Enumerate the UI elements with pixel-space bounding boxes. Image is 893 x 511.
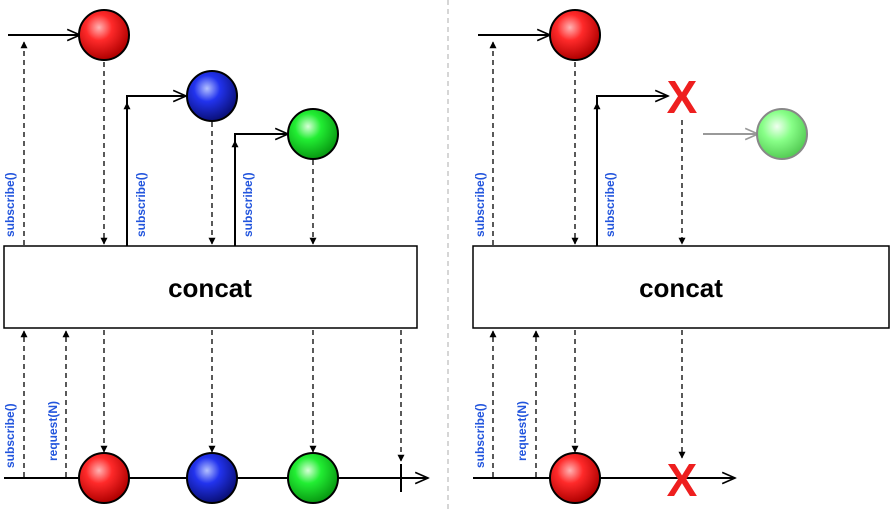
left-panel: concat subscribe() subscribe() subscribe… bbox=[3, 9, 428, 504]
concat-operator-box bbox=[3, 245, 418, 329]
right-panel: concat X X subscribe() subscribe() subsc… bbox=[472, 9, 890, 506]
right-red-output-marble bbox=[549, 452, 601, 504]
outer-subscribe-label: subscribe() bbox=[3, 172, 17, 237]
red-input-marble bbox=[78, 9, 130, 61]
blue-output-marble bbox=[186, 452, 238, 504]
blue-input-marble bbox=[186, 70, 238, 122]
right-output-error-mark: X bbox=[667, 454, 698, 506]
downstream-subscribe-label: subscribe() bbox=[3, 403, 17, 468]
right-concat-operator-box bbox=[472, 245, 890, 329]
downstream-request-label: request(N) bbox=[46, 401, 60, 461]
green-input-marble bbox=[287, 108, 339, 160]
right-error-mark: X bbox=[667, 71, 698, 123]
right-concat-operator-label: concat bbox=[639, 273, 723, 303]
right-green-input-marble-unsubscribed bbox=[756, 108, 808, 160]
red-output-marble bbox=[78, 452, 130, 504]
green-output-marble bbox=[287, 452, 339, 504]
right-second-subscribe-label: subscribe() bbox=[603, 172, 617, 237]
right-outer-subscribe-label: subscribe() bbox=[473, 172, 487, 237]
blue-subscribe-label: subscribe() bbox=[134, 172, 148, 237]
green-source-timeline bbox=[234, 134, 288, 247]
green-subscribe-label: subscribe() bbox=[241, 172, 255, 237]
right-red-input-marble bbox=[549, 9, 601, 61]
concat-operator-label: concat bbox=[168, 273, 252, 303]
right-downstream-subscribe-label: subscribe() bbox=[473, 403, 487, 468]
right-downstream-request-label: request(N) bbox=[515, 401, 529, 461]
